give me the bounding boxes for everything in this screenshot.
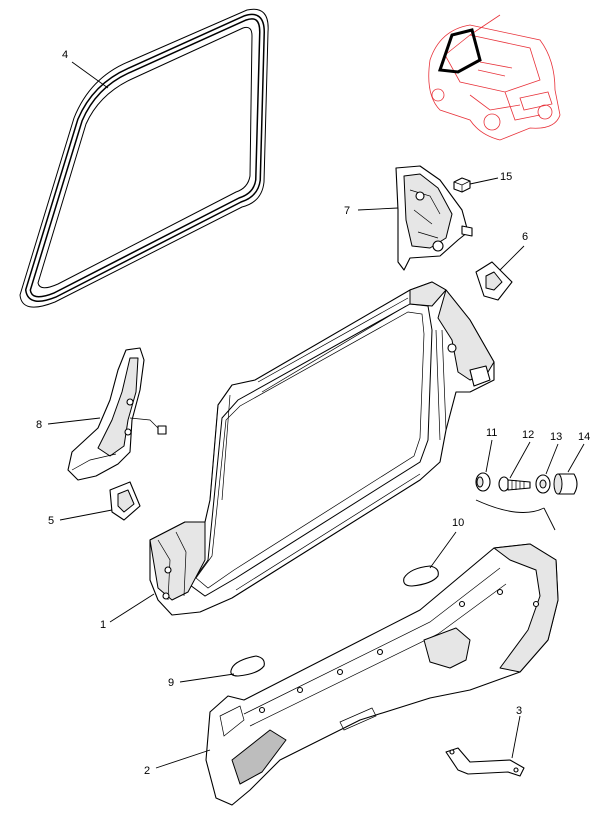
part-8-lower-pillar-trim	[67, 347, 167, 481]
part-5-grommet-plate	[109, 481, 141, 521]
callout-10: 10	[452, 517, 464, 529]
callout-1: 1	[100, 619, 106, 631]
callout-14: 14	[578, 431, 590, 443]
fastener-bracket-curve	[475, 499, 545, 513]
part-6-grommet-plate	[475, 261, 513, 301]
part-1-side-frame	[149, 281, 495, 616]
callout-8: 8	[36, 419, 42, 431]
part-9-plug	[230, 655, 265, 677]
part-14-spacer	[553, 473, 578, 495]
part-4-door-seal	[19, 8, 269, 308]
part-12-screw	[498, 476, 531, 492]
part-2-sill-trim	[205, 543, 559, 806]
callout-15: 15	[500, 171, 512, 183]
callout-6: 6	[522, 231, 528, 243]
part-11-cap	[475, 472, 491, 492]
callout-13: 13	[550, 431, 562, 443]
callout-11: 11	[486, 427, 497, 439]
part-3-bracket	[445, 747, 525, 777]
part-7-upper-pillar-trim	[395, 165, 473, 271]
fastener-pointer	[543, 507, 556, 531]
part-13-washer	[535, 474, 551, 494]
callout-9: 9	[168, 677, 174, 689]
vehicle-locator-thumbnail	[428, 14, 561, 141]
callout-3: 3	[516, 705, 522, 717]
callout-12: 12	[522, 429, 534, 441]
callout-2: 2	[144, 765, 150, 777]
callout-labels: 4 7 15 6 8 5 1 10 9 2 3 11 12 13 14	[36, 49, 590, 777]
callout-4: 4	[62, 49, 68, 61]
part-15-clip	[453, 177, 471, 193]
part-10-plug	[403, 565, 439, 587]
leader-lines	[47, 61, 585, 769]
callout-7: 7	[344, 205, 350, 217]
callout-5: 5	[48, 515, 54, 527]
